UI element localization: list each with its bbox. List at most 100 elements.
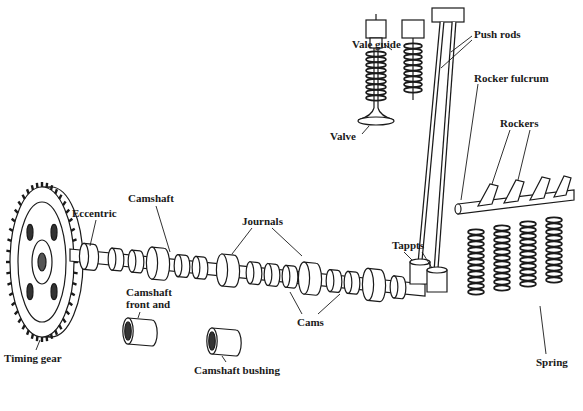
- spring-coil: [520, 245, 536, 250]
- spring-coil: [404, 71, 422, 76]
- spring-coil: [546, 259, 562, 264]
- spring-coil: [366, 79, 386, 84]
- gear-tooth: [6, 271, 10, 274]
- eccentric-face: [79, 243, 88, 269]
- spring-coil: [546, 277, 562, 282]
- spring-coil: [546, 265, 562, 270]
- journal-face: [216, 254, 227, 286]
- gear-tooth: [41, 182, 43, 187]
- gear-tooth: [69, 219, 72, 222]
- gear-tooth: [59, 325, 61, 329]
- part-label: Rocker fulcrum: [474, 72, 549, 84]
- gear-tooth: [63, 319, 66, 323]
- part-label: Tappts: [392, 239, 424, 251]
- spring-coil: [404, 87, 422, 92]
- gear-web: [18, 202, 66, 322]
- spring-coil: [546, 253, 562, 258]
- gear-face: [10, 187, 74, 337]
- spring-coil: [468, 241, 484, 246]
- spring-coil: [404, 60, 422, 65]
- gear-hole: [51, 224, 57, 240]
- spring-coil: [494, 273, 510, 278]
- spring-coil: [520, 239, 536, 244]
- spring-coil: [468, 277, 484, 282]
- spring-coil: [366, 57, 386, 62]
- valve-springs: [366, 43, 562, 294]
- gear-hub: [32, 240, 52, 284]
- gear-hole: [27, 224, 33, 240]
- spring-coil: [468, 247, 484, 252]
- gear-tooth: [6, 261, 10, 263]
- gear-tooth: [36, 336, 39, 341]
- bushing-bore: [125, 322, 132, 340]
- part-label: Valve: [330, 130, 356, 142]
- spring-coil: [468, 235, 484, 240]
- gear-tooth: [6, 249, 10, 252]
- part-label: Rockers: [500, 117, 539, 129]
- part-label: Timing gear: [4, 352, 62, 364]
- spring-coil: [494, 231, 510, 236]
- gear-tooth: [27, 330, 29, 335]
- spring-coil: [404, 43, 422, 48]
- bushing-face: [123, 318, 133, 344]
- gear-tooth: [73, 239, 77, 240]
- spring-coil: [546, 229, 562, 234]
- spring-coil: [366, 68, 386, 73]
- spring-coil: [468, 253, 484, 258]
- gear-tooth: [32, 185, 33, 190]
- cam-face: [344, 271, 352, 293]
- spring-coil: [366, 51, 386, 56]
- leader-lines: [36, 36, 546, 362]
- gear-hole: [27, 284, 33, 300]
- spring-coil: [468, 229, 484, 234]
- spring-coil: [404, 82, 422, 87]
- gear-tooth: [18, 319, 21, 323]
- gear-tooth: [66, 311, 69, 314]
- spring-coil: [366, 73, 386, 78]
- gear-tooth: [32, 334, 33, 339]
- gear-tooth: [66, 210, 69, 213]
- gear-tooth: [15, 311, 18, 314]
- spring-coil: [546, 217, 562, 222]
- spring-coil: [404, 65, 422, 70]
- gear-tooth: [23, 325, 25, 329]
- gear-tooth: [15, 210, 18, 213]
- gear-hole: [51, 284, 57, 300]
- part-label: Vale guide: [352, 38, 401, 50]
- spring-coil: [366, 95, 386, 100]
- gear-tooth: [9, 229, 13, 231]
- part-label: Camshaft: [128, 192, 174, 204]
- cam-face: [282, 265, 290, 287]
- gear-tooth: [9, 293, 13, 295]
- spring-coil: [546, 223, 562, 228]
- gear-tooth: [45, 183, 48, 188]
- cam-face: [128, 250, 136, 272]
- spring-coil: [494, 285, 510, 290]
- spring-coil: [520, 227, 536, 232]
- gear-tooth: [45, 336, 48, 341]
- gear-tooth: [7, 239, 11, 240]
- spring-coil: [468, 283, 484, 288]
- gear-tooth: [18, 202, 21, 206]
- spring-coil: [546, 235, 562, 240]
- gear-tooth: [55, 189, 57, 194]
- part-label: Spring: [536, 356, 568, 368]
- spring-coil: [494, 267, 510, 272]
- cam-face: [326, 270, 334, 292]
- gear-tooth: [71, 293, 75, 295]
- spring-coil: [468, 259, 484, 264]
- journal-face: [298, 262, 309, 294]
- gear-tooth: [74, 271, 78, 274]
- rocker-assembly: [455, 176, 574, 214]
- spring-coil: [404, 76, 422, 81]
- spring-coil: [546, 271, 562, 276]
- spring-coil: [520, 233, 536, 238]
- gear-tooth: [73, 283, 77, 284]
- spring-coil: [494, 261, 510, 266]
- part-label: Journals: [242, 215, 283, 227]
- spring-coil: [520, 221, 536, 226]
- bushing-bore: [209, 332, 216, 350]
- spring-coil: [404, 49, 422, 54]
- gear-tooth: [23, 195, 25, 199]
- spring-coil: [494, 237, 510, 242]
